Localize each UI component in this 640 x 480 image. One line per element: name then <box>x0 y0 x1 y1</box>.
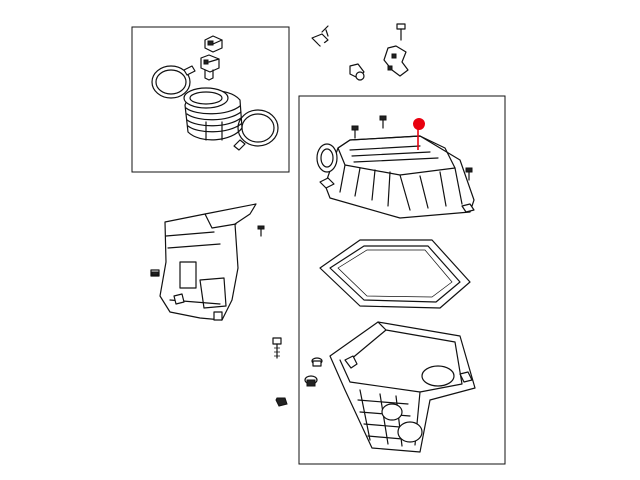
air-filter-icon <box>319 239 471 309</box>
nut-icon <box>275 397 288 407</box>
hose-clamp-icon <box>233 109 279 151</box>
bolt-icon <box>396 23 406 41</box>
air-intake-hose-icon <box>183 87 243 141</box>
nut-icon <box>150 269 160 277</box>
grommet-icon <box>311 357 323 367</box>
bolt-icon <box>257 225 265 237</box>
air-cleaner-cover-icon <box>316 135 475 219</box>
inset-frame-air-cleaner <box>298 95 506 465</box>
inset-frame-intake <box>131 26 290 173</box>
hose-clamp-icon <box>151 65 196 99</box>
sensor-connector-icon <box>200 54 220 81</box>
bracket-icon <box>383 45 409 77</box>
heat-shield-icon <box>159 203 257 321</box>
grommet-icon <box>304 375 318 387</box>
bolt-icon <box>465 167 473 181</box>
vacuum-hose-icon <box>311 25 365 81</box>
air-cleaner-housing-icon <box>329 321 476 453</box>
bolt-icon <box>379 115 387 129</box>
sensor-connector-icon <box>204 35 223 53</box>
callout-marker <box>413 118 425 150</box>
bolt-icon <box>272 337 282 359</box>
bolt-icon <box>351 125 359 139</box>
